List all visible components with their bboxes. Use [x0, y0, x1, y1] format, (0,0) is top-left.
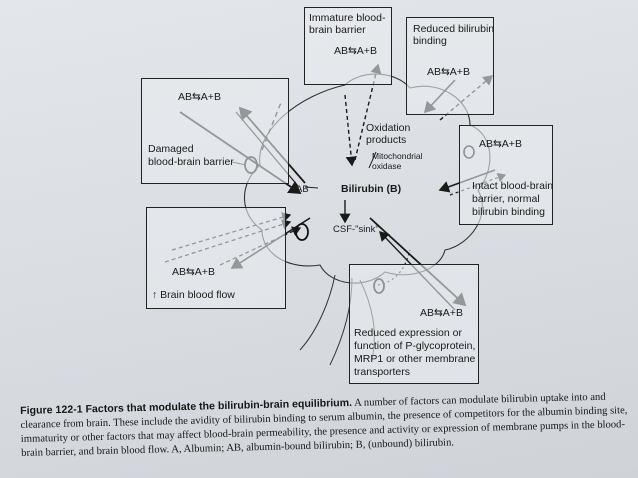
intact-title-line2: barrier, normal — [472, 193, 540, 205]
transporter-line4: transporters — [354, 366, 411, 378]
box-blood-flow — [146, 207, 286, 309]
box-reduced-binding — [406, 17, 494, 115]
dotted-transporter-curve — [377, 249, 411, 286]
transporter-line1: Reduced expression or — [354, 327, 462, 339]
box-intact-bbb — [459, 125, 553, 225]
box-immature-bbb — [304, 7, 392, 85]
immature-title-line2: brain barrier — [309, 24, 366, 36]
pointer-ab — [304, 186, 319, 189]
transporter-line3: MRP1 or other membrane — [354, 353, 476, 365]
box-damaged-bbb — [141, 78, 289, 184]
oxidation-line1: Oxidation — [366, 122, 411, 134]
box-transporters — [349, 264, 479, 384]
reduced-title-line2: binding — [413, 35, 447, 47]
arrow-immature-down — [344, 94, 357, 167]
pointer-mito — [368, 151, 377, 169]
damaged-title-line1: Damaged — [148, 143, 194, 155]
oxidation-line2: products — [366, 134, 407, 146]
damaged-title-line2: blood-brain barrier — [148, 156, 234, 168]
mito-line1: Mitochondrial — [372, 151, 423, 161]
arrow-immature-up — [354, 63, 382, 161]
pump-circle-flow — [295, 223, 309, 241]
flow-title: ↑ Brain blood flow — [152, 289, 235, 301]
mito-line2: oxidase — [372, 161, 402, 171]
intact-title-line1: Intact blood-brain — [472, 180, 554, 192]
csf-label: CSF-"sink" — [333, 224, 379, 235]
reduced-title-line1: Reduced bilirubin — [413, 23, 495, 35]
immature-equation: AB⇆A+B — [334, 45, 377, 57]
bilirubin-label: Bilirubin (B) — [341, 183, 402, 195]
transporter-line2: function of P-glycoprotein, — [354, 340, 476, 352]
damaged-equation: AB⇆A+B — [178, 91, 221, 103]
transporter-equation: AB⇆A+B — [420, 307, 463, 319]
immature-title-line1: Immature blood- — [309, 12, 386, 24]
ab-label: AB — [296, 184, 309, 195]
intact-equation: AB⇆A+B — [479, 138, 522, 150]
intact-title-line3: bilirubin binding — [472, 206, 545, 218]
flow-equation: AB⇆A+B — [172, 266, 215, 278]
reduced-equation: AB⇆A+B — [427, 66, 470, 78]
